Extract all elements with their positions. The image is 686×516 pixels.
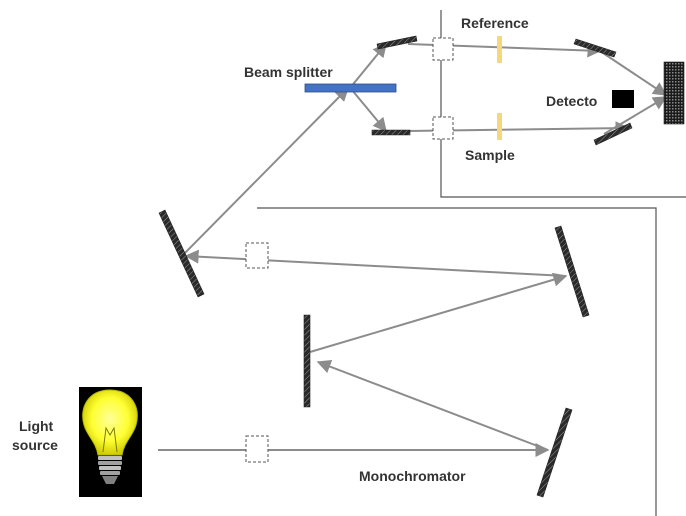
label-monochromator: Monochromator — [359, 468, 466, 484]
beam-to-left-mirror — [184, 249, 567, 277]
label-beam-splitter: Beam splitter — [244, 64, 333, 80]
mirror-left-diagonal — [158, 209, 205, 298]
label-reference: Reference — [461, 15, 529, 31]
slit-box-sample — [432, 116, 454, 140]
beam-to-splitter — [179, 87, 349, 259]
label-sample: Sample — [465, 147, 515, 163]
mirror-top-left — [376, 35, 418, 50]
slit-boxes — [245, 37, 454, 463]
slit-box-reference — [432, 37, 454, 61]
label-light-source-line1: Light — [19, 418, 54, 434]
mirror-concave — [303, 314, 311, 408]
light-bulb-icon — [79, 387, 142, 497]
beam-reference-to-detector — [599, 50, 668, 96]
slit-box-upper-beam — [245, 242, 269, 269]
beam-reference-path-1 — [349, 42, 387, 89]
beam-splitter — [304, 83, 397, 93]
beam-to-concave-mirror — [316, 359, 549, 451]
slit-box-entrance — [245, 435, 269, 463]
sample-cuvette — [497, 113, 502, 140]
reference-cuvette — [497, 36, 502, 63]
monochromator-frame — [257, 207, 657, 516]
label-light-source-line2: source — [12, 437, 58, 453]
beam-sample-to-detector — [603, 96, 668, 135]
detector-plate — [663, 61, 685, 125]
mirror-upper-right — [554, 225, 590, 318]
mirrors — [158, 35, 633, 498]
mirror-lower-right — [536, 407, 573, 498]
beam-to-upper-mirror — [309, 272, 568, 353]
label-detector: Detecto — [546, 93, 597, 109]
mirror-sample-right — [593, 122, 633, 146]
mirror-sample-fold — [371, 129, 411, 136]
mirror-reference-right — [573, 38, 617, 58]
detector-icon — [612, 90, 634, 108]
beam-sample-path-1 — [351, 89, 387, 133]
sample-compartment-frame — [440, 10, 686, 198]
